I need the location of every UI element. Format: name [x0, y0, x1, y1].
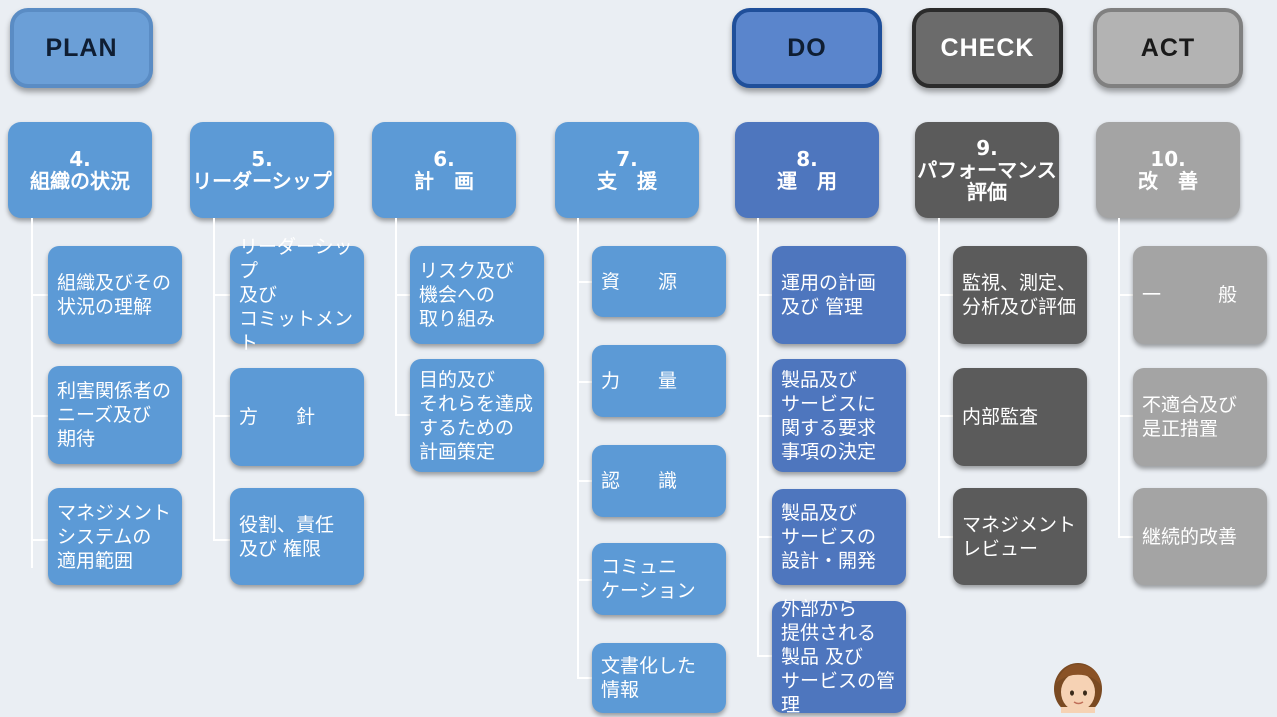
clause-7-item: 資 源	[592, 246, 726, 317]
clause-5-item: 方 針	[230, 368, 364, 466]
clause-number: 4.	[69, 147, 91, 171]
clause-title: 計 画	[414, 169, 474, 193]
clause-6-item: 目的及び それらを達成 するための 計画策定	[410, 359, 544, 472]
clause-title: リーダーシップ	[192, 169, 332, 193]
clause-5-item: リーダーシップ 及び コミットメント	[230, 236, 364, 354]
connector	[31, 539, 48, 541]
clause-4-header: 4. 組織の状況	[8, 122, 152, 218]
clause-title: 運 用	[777, 169, 837, 193]
connector	[938, 294, 953, 296]
clause-number: 5.	[251, 147, 273, 171]
clause-9-item: 内部監査	[953, 368, 1087, 466]
connector	[1118, 294, 1133, 296]
connector	[757, 218, 759, 656]
clause-7-header: 7. 支 援	[555, 122, 699, 218]
connector	[577, 579, 592, 581]
clause-title: 組織の状況	[30, 169, 130, 193]
clause-9-item: マネジメント レビュー	[953, 488, 1087, 585]
connector	[757, 415, 772, 417]
clause-10-item: 不適合及び 是正措置	[1133, 368, 1267, 466]
clause-10-item: 継続的改善	[1133, 488, 1267, 585]
clause-10-header: 10. 改 善	[1096, 122, 1240, 218]
clause-7-item: 文書化した 情報	[592, 643, 726, 713]
clause-10-item: 一 般	[1133, 246, 1267, 344]
connector	[577, 281, 592, 283]
clause-4-item: 利害関係者の ニーズ及び 期待	[48, 366, 182, 464]
clause-8-item: 外部から 提供される 製品 及び サービスの管理	[772, 598, 906, 716]
connector	[213, 415, 230, 417]
connector	[213, 218, 215, 541]
clause-7-item: 認 識	[592, 445, 726, 517]
connector	[31, 415, 48, 417]
clause-9-item: 監視、測定、 分析及び評価	[953, 246, 1087, 344]
clause-5-header: 5. リーダーシップ	[190, 122, 334, 218]
clause-8-item: 運用の計画 及び 管理	[772, 246, 906, 344]
connector	[757, 536, 772, 538]
connector	[1118, 218, 1120, 538]
phase-act-label: ACT	[1140, 33, 1196, 62]
connector	[938, 218, 940, 538]
clause-number: 7.	[616, 147, 638, 171]
clause-title: 支 援	[597, 169, 657, 193]
phase-check: CHECK	[912, 8, 1063, 88]
clause-number: 9.	[976, 136, 998, 160]
connector	[577, 480, 592, 482]
clause-6-item: リスク及び 機会への 取り組み	[410, 246, 544, 344]
connector	[938, 415, 953, 417]
clause-6-header: 6. 計 画	[372, 122, 516, 218]
clause-9-header: 9. パフォーマンス 評価	[915, 122, 1059, 218]
connector	[395, 218, 397, 416]
connector	[1118, 536, 1133, 538]
connector	[31, 294, 48, 296]
connector	[395, 414, 412, 416]
phase-plan-label: PLAN	[45, 33, 118, 62]
clause-4-item: 組織及びその 状況の理解	[48, 246, 182, 344]
clause-8-item: 製品及び サービスに 関する要求 事項の決定	[772, 359, 906, 472]
clause-number: 10.	[1150, 147, 1186, 171]
connector	[395, 294, 412, 296]
connector	[1118, 415, 1133, 417]
character-illustration	[1054, 663, 1102, 713]
connector	[757, 655, 772, 657]
phase-do: DO	[732, 8, 882, 88]
phase-plan: PLAN	[10, 8, 153, 88]
clause-8-item: 製品及び サービスの 設計・開発	[772, 489, 906, 585]
clause-7-item: 力 量	[592, 345, 726, 417]
connector	[213, 539, 230, 541]
connector	[577, 381, 592, 383]
connector	[577, 218, 579, 678]
phase-do-label: DO	[787, 33, 827, 62]
clause-7-item: コミュニ ケーション	[592, 543, 726, 615]
clause-title: パフォーマンス 評価	[917, 158, 1057, 204]
clause-8-header: 8. 運 用	[735, 122, 879, 218]
connector	[938, 536, 953, 538]
phase-check-label: CHECK	[940, 33, 1035, 62]
clause-title: 改 善	[1138, 169, 1198, 193]
clause-number: 8.	[796, 147, 818, 171]
connector	[577, 677, 592, 679]
connector	[757, 294, 772, 296]
clause-5-item: 役割、責任 及び 権限	[230, 488, 364, 585]
clause-4-item: マネジメント システムの 適用範囲	[48, 488, 182, 585]
phase-act: ACT	[1093, 8, 1243, 88]
clause-number: 6.	[433, 147, 455, 171]
connector	[31, 218, 33, 568]
connector	[213, 294, 230, 296]
